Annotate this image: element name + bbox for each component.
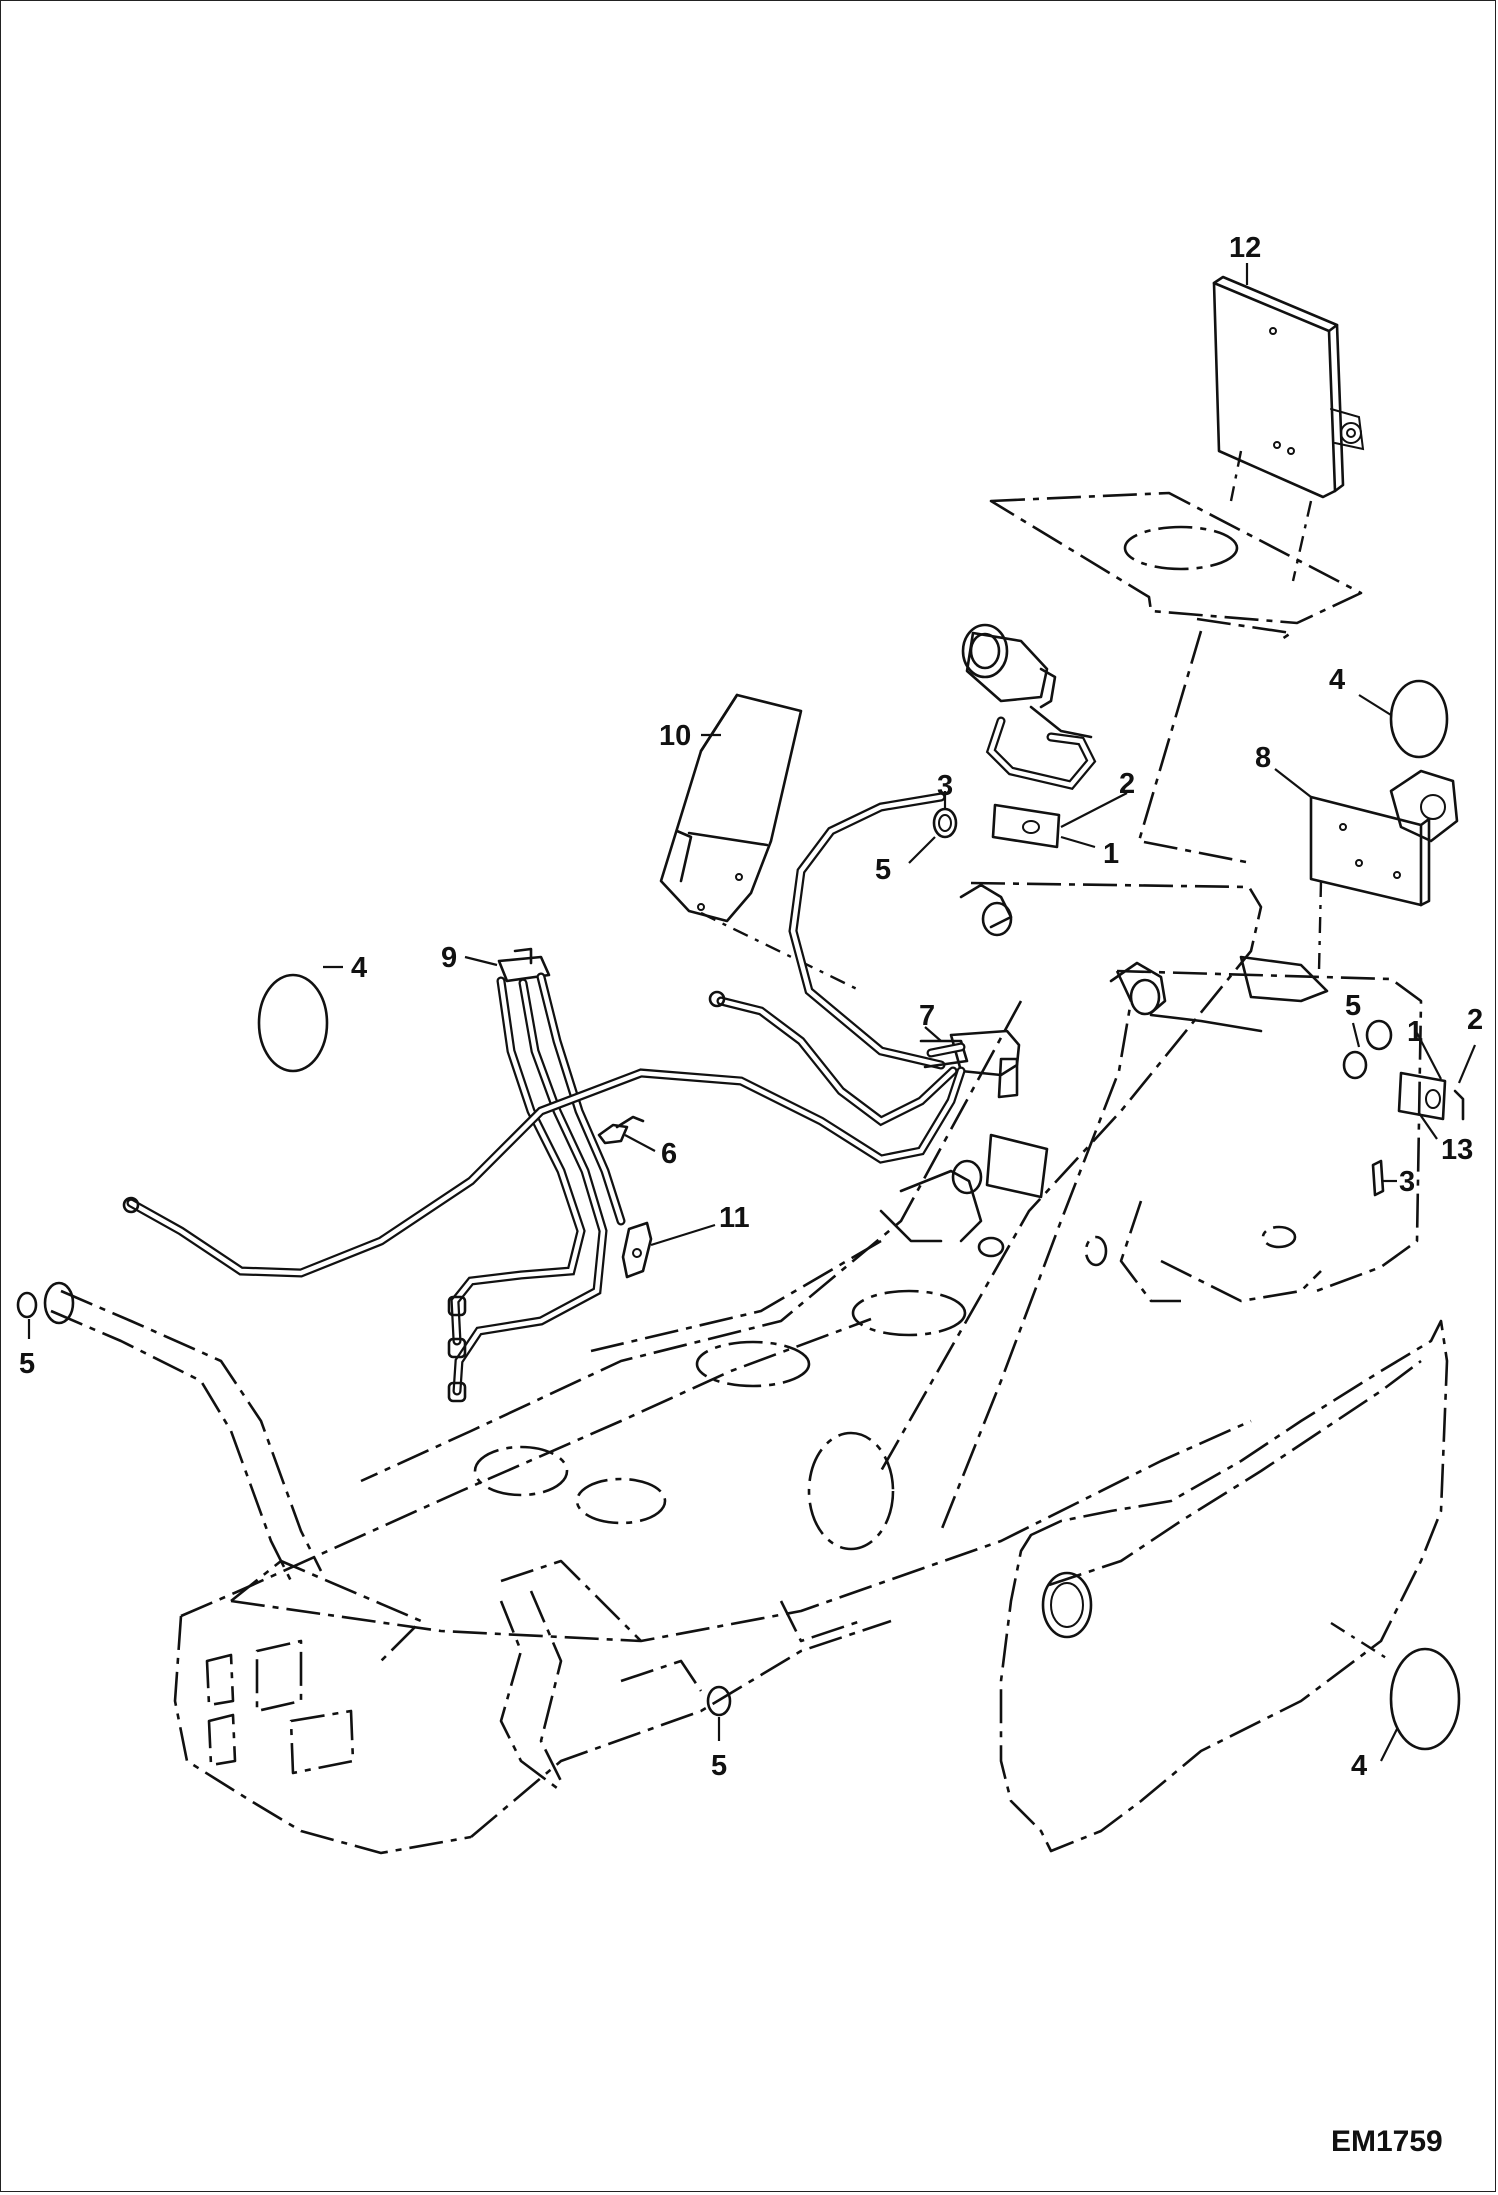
tube-phantom — [43, 1281, 563, 1793]
hose-long — [122, 990, 966, 1278]
parts-1-2-3-5-top — [932, 803, 1061, 849]
callout-5-bottom: 5 — [711, 1750, 727, 1782]
callout-11: 11 — [719, 1202, 750, 1234]
washer-5-left — [16, 1291, 38, 1319]
callout-2-right: 2 — [1467, 1004, 1483, 1036]
parts-1-2-13-right — [1342, 1019, 1465, 1197]
mid-bracket — [879, 1133, 1049, 1258]
callout-2-top: 2 — [1119, 768, 1135, 800]
mount-8 — [1309, 769, 1459, 972]
callout-9: 9 — [441, 942, 457, 974]
hose-bundle-9 — [447, 947, 626, 1403]
callout-5-right: 5 — [1345, 990, 1361, 1022]
callout-1-top: 1 — [1103, 838, 1119, 870]
clip-6 — [597, 1115, 645, 1145]
ring-4-bottom — [1389, 1647, 1461, 1751]
callout-10: 10 — [659, 720, 691, 752]
callout-7: 7 — [919, 1000, 935, 1032]
machine-frame-phantom — [173, 630, 1423, 1855]
callout-13: 13 — [1441, 1134, 1473, 1166]
callout-12: 12 — [1229, 232, 1261, 264]
callout-labels: 12 4 10 3 2 1 5 8 4 9 7 5 1 2 6 13 3 11 … — [19, 232, 1483, 1782]
clamp-11 — [621, 1221, 653, 1279]
bracket-plate-12 — [1212, 275, 1365, 499]
drawing-code: EM1759 — [1331, 2125, 1443, 2158]
pump-assembly — [961, 623, 1097, 791]
callout-6: 6 — [661, 1138, 677, 1170]
washer-5-bottom — [706, 1685, 732, 1717]
callout-4-bottom: 4 — [1351, 1750, 1367, 1782]
callout-3-top: 3 — [937, 770, 953, 802]
callout-4-left: 4 — [351, 952, 367, 984]
hose-upper — [788, 792, 946, 1070]
side-panel-phantom — [999, 1319, 1449, 1853]
callout-4-top-right: 4 — [1329, 664, 1345, 696]
callout-leaders — [27, 263, 1477, 1762]
callout-5-top: 5 — [875, 854, 891, 886]
callout-3-right: 3 — [1399, 1166, 1415, 1198]
floor-panel-phantom — [989, 450, 1363, 643]
ring-4-left — [257, 973, 329, 1073]
callout-1-right: 1 — [1407, 1016, 1423, 1048]
upper-mount-parts — [959, 883, 1329, 1033]
callout-8: 8 — [1255, 742, 1271, 774]
ring-4-top-right — [1389, 679, 1449, 759]
panel-10 — [659, 693, 862, 993]
callout-5-left: 5 — [19, 1348, 35, 1380]
